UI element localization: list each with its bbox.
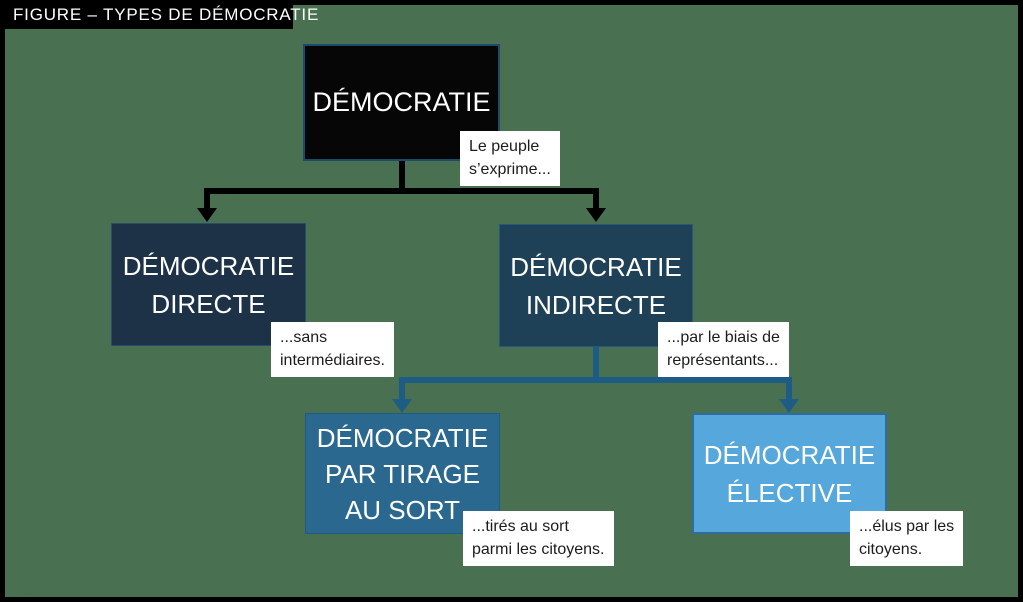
edge-root-to-directe: [204, 193, 210, 209]
edge-indirecte-stem: [593, 345, 599, 379]
node-democratie: DÉMOCRATIE: [303, 44, 500, 161]
annotation-le-peuple: Le peuple s’exprime...: [460, 131, 560, 186]
annotation-par-le-biais: ...par le biais de représentants...: [658, 322, 789, 377]
arrow-down-icon-tirage: [392, 399, 412, 413]
node-democratie-tirage-au-sort: DÉMOCRATIE PAR TIRAGE AU SORT: [305, 413, 500, 534]
edge-root-to-indirecte: [593, 193, 599, 209]
annotation-tires-au-sort: ...tirés au sort parmi les citoyens.: [463, 511, 614, 566]
annotation-elus-par-citoyens: ...élus par les citoyens.: [850, 511, 964, 566]
edge-indirecte-to-tirage: [399, 382, 405, 400]
arrow-down-icon-elective: [779, 399, 799, 413]
edge-root-stem: [399, 159, 405, 190]
annotation-sans-intermediaires: ...sans intermédiaires.: [271, 322, 394, 377]
figure-title: FIGURE – TYPES DE DÉMOCRATIE: [0, 0, 318, 29]
edge-indirecte-to-elective: [786, 382, 792, 400]
edge-root-horizontal: [204, 188, 599, 194]
node-democratie-elective: DÉMOCRATIE ÉLECTIVE: [692, 413, 887, 534]
arrow-down-icon-directe: [197, 208, 217, 222]
arrow-down-icon-indirecte: [586, 208, 606, 222]
edge-indirecte-horizontal: [399, 377, 792, 383]
